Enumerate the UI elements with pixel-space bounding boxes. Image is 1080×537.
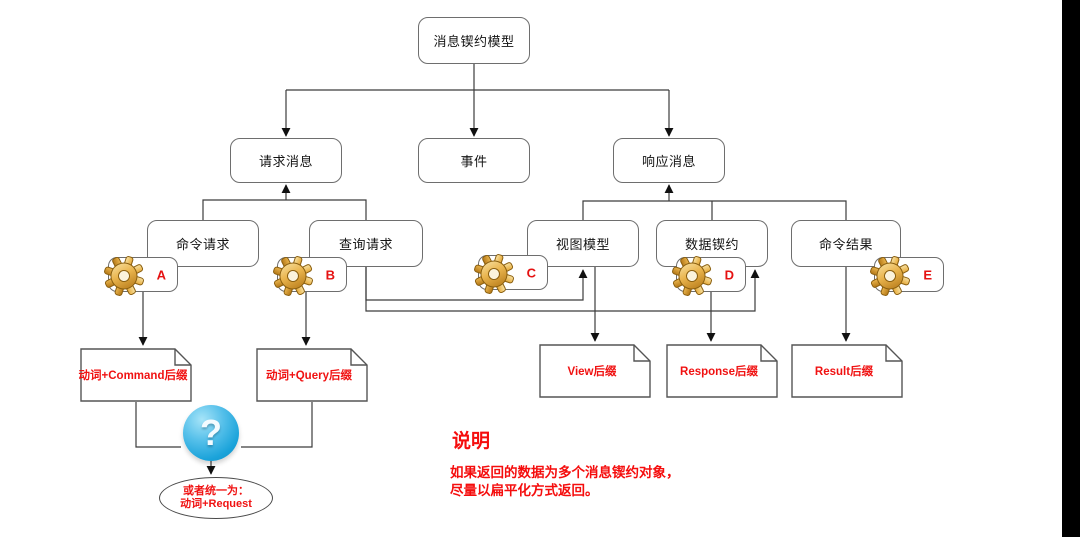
document-label: 动词+Query后缀	[266, 370, 352, 382]
question-mark-icon: ?	[183, 405, 239, 461]
badge-letter: C	[526, 265, 536, 280]
node-response-message: 响应消息	[613, 138, 725, 183]
badge-letter: B	[325, 267, 335, 282]
badge-letter: D	[724, 267, 734, 282]
document-label: Response后缀	[680, 366, 758, 378]
document-label: Result后缀	[814, 366, 874, 378]
ellipse-line: 动词+Request	[180, 498, 252, 510]
document-view-suffix: View后缀	[539, 344, 651, 398]
badge-a: A	[102, 254, 178, 298]
document-label: View后缀	[567, 366, 617, 378]
note-line: 如果返回的数据为多个消息锲约对象，	[450, 465, 680, 480]
badge-letter: A	[156, 267, 166, 282]
gear-icon	[271, 254, 315, 298]
gear-icon	[868, 254, 912, 298]
badge-c: C	[472, 252, 548, 296]
node-request-message: 请求消息	[230, 138, 342, 183]
gear-icon	[670, 254, 714, 298]
gear-icon	[472, 252, 516, 296]
badge-e: E	[868, 254, 944, 298]
node-message-contract-model: 消息锲约模型	[418, 17, 530, 64]
node-command-request: 命令请求	[147, 220, 259, 267]
note-line: 尽量以扁平化方式返回。	[450, 482, 599, 498]
document-result-suffix: Result后缀	[791, 344, 903, 398]
ellipse-unified-request: 或者统一为： 动词+Request	[159, 477, 273, 519]
document-label: 动词+Command后缀	[78, 370, 188, 382]
note-title: 说明	[452, 431, 491, 452]
node-event: 事件	[418, 138, 530, 183]
ellipse-line: 或者统一为：	[183, 485, 249, 497]
note-block: 说明 如果返回的数据为多个消息锲约对象， 尽量以扁平化方式返回。	[450, 426, 680, 499]
document-query-suffix: 动词+Query后缀	[256, 348, 368, 402]
badge-d: D	[670, 254, 746, 298]
document-response-suffix: Response后缀	[666, 344, 778, 398]
screen-edge-bar	[1062, 0, 1080, 537]
badge-letter: E	[923, 267, 932, 282]
document-command-suffix: 动词+Command后缀	[78, 348, 192, 402]
badge-b: B	[271, 254, 347, 298]
gear-icon	[102, 254, 146, 298]
